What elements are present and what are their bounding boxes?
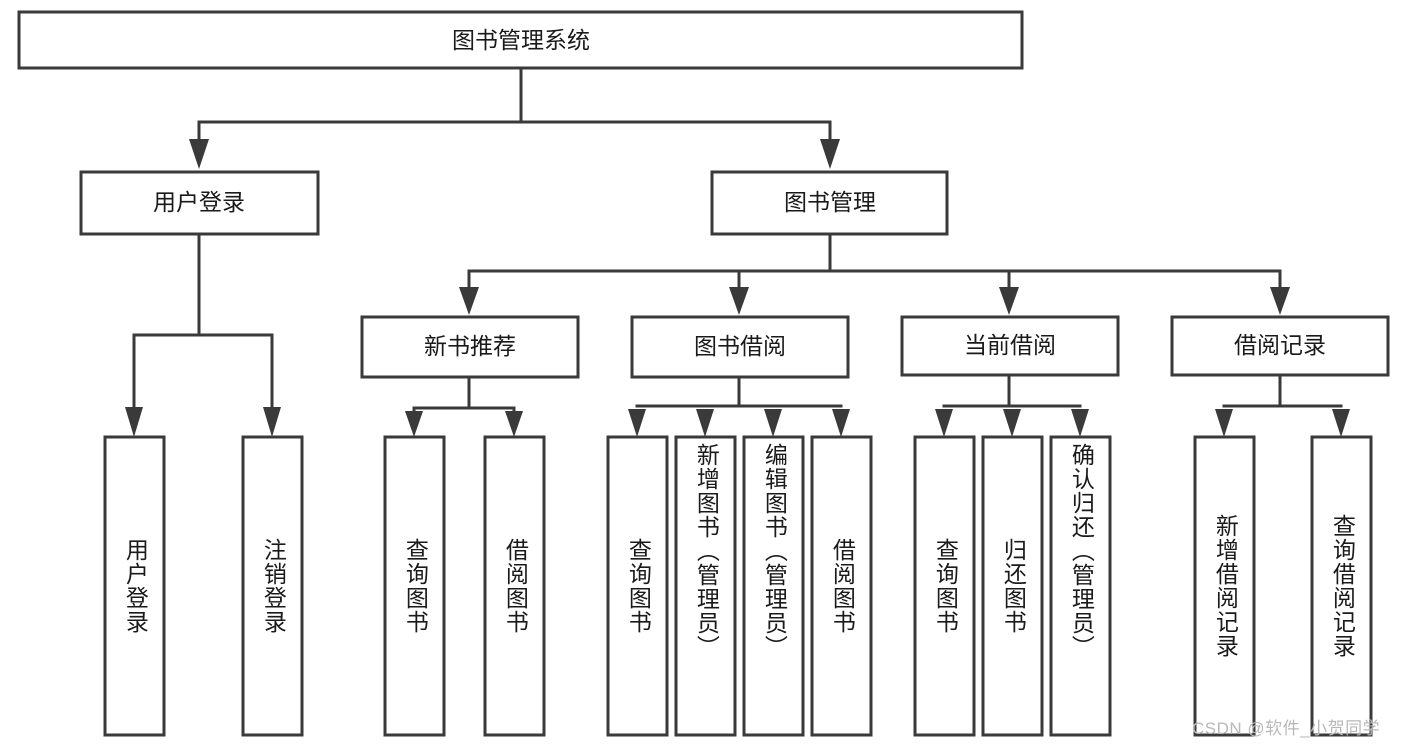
leaf-box-borrow-book-2[interactable] — [810, 435, 873, 737]
node-current-borrow-label: 当前借阅 — [964, 332, 1056, 358]
leaf-box-logout[interactable] — [241, 435, 304, 737]
csdn-watermark: CSDN @软件_小贺同学 — [1192, 719, 1381, 738]
arrow-head-borrow-record — [1270, 287, 1290, 315]
arrow-head-leaf-edit-book — [764, 409, 782, 437]
node-current-borrow-box[interactable] — [900, 315, 1120, 377]
connector-group-borrow-record — [1215, 373, 1350, 437]
leaf-box-add-record[interactable] — [1193, 435, 1256, 737]
arrow-head-leaf-add-record — [1215, 409, 1233, 437]
leaf-box-query-book-2[interactable] — [606, 435, 669, 737]
node-book-borrow-label: 图书借阅 — [694, 333, 786, 359]
connector-group-user-login — [125, 232, 281, 437]
arrow-head-leaf-borrow-book-1 — [505, 411, 523, 437]
arrow-head-leaf-user-login — [125, 407, 143, 437]
arrow-head-leaf-query-record — [1332, 409, 1350, 437]
leaf-box-return-book[interactable] — [981, 435, 1044, 737]
leaf-box-query-book-3[interactable] — [913, 435, 976, 737]
arrow-head-leaf-add-book — [696, 409, 714, 437]
connector-group-root — [189, 66, 840, 169]
connector-group-book-borrow — [628, 375, 850, 437]
node-borrow-record-box[interactable] — [1170, 315, 1390, 377]
arrow-head-user-login — [189, 139, 209, 169]
arrow-head-leaf-borrow-book-2 — [832, 409, 850, 437]
connector-group-new-book — [405, 375, 523, 437]
leaf-box-borrow-book-1[interactable] — [483, 435, 546, 737]
arrow-head-leaf-query-book-2 — [628, 409, 646, 437]
leaf-box-query-record[interactable] — [1310, 435, 1373, 737]
node-user-login-label: 用户登录 — [153, 189, 245, 215]
node-new-book-recommend-box[interactable] — [360, 315, 580, 379]
connector-group-current-borrow — [935, 373, 1089, 437]
node-root-box[interactable] — [17, 10, 1024, 70]
node-borrow-record-label: 借阅记录 — [1234, 332, 1326, 358]
node-user-login-box[interactable] — [79, 170, 320, 236]
arrow-head-leaf-confirm-return — [1071, 409, 1089, 437]
node-new-book-recommend-label: 新书推荐 — [424, 333, 516, 359]
leaf-box-edit-book[interactable] — [742, 435, 805, 737]
node-book-manage-label: 图书管理 — [784, 189, 876, 215]
leaf-box-add-book[interactable] — [674, 435, 737, 737]
leaf-box-confirm-return[interactable] — [1049, 435, 1112, 737]
connector-group-book-manage — [459, 232, 1290, 315]
arrow-head-book-borrow — [729, 287, 749, 315]
node-book-borrow-box[interactable] — [630, 315, 850, 379]
arrow-head-book-manage — [820, 139, 840, 169]
arrow-head-new-book — [459, 287, 479, 315]
node-root-label: 图书管理系统 — [452, 27, 590, 53]
arrow-head-leaf-return-book — [1003, 409, 1021, 437]
arrow-head-leaf-query-book-3 — [935, 409, 953, 437]
arrow-head-leaf-logout — [263, 407, 281, 437]
leaf-box-user-login[interactable] — [103, 435, 166, 737]
leaf-box-query-book-1[interactable] — [383, 435, 446, 737]
arrow-head-leaf-query-book-1 — [405, 411, 423, 437]
arrow-head-current-borrow — [999, 287, 1019, 315]
node-book-manage-box[interactable] — [710, 170, 949, 236]
